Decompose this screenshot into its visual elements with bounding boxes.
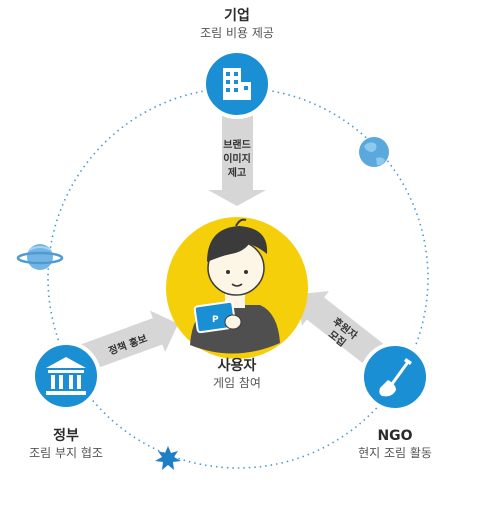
government-subtitle: 조림 부지 협조 bbox=[29, 446, 103, 460]
user-node: P bbox=[166, 217, 308, 359]
arrow-government-to-user bbox=[72, 310, 179, 374]
ngo-node bbox=[360, 342, 430, 412]
star-burst-icon bbox=[155, 446, 181, 470]
government-label: 정부 조림 부지 협조 bbox=[6, 427, 126, 461]
arrow-company-to-user bbox=[208, 114, 266, 206]
user-with-tablet-icon: P bbox=[190, 218, 280, 354]
arrow-text-company-line3: 제고 bbox=[228, 166, 246, 179]
arrow-text-company-line2: 이미지 bbox=[223, 152, 251, 165]
government-title: 정부 bbox=[53, 428, 79, 444]
government-circle bbox=[31, 341, 101, 411]
svg-text:P: P bbox=[212, 315, 219, 325]
user-label: 사용자 게임 참여 bbox=[177, 357, 297, 391]
arrow-text-company-line1: 브랜드 bbox=[223, 138, 251, 151]
government-building-icon bbox=[46, 357, 86, 395]
shovel-icon bbox=[379, 358, 412, 397]
ngo-circle bbox=[360, 342, 430, 412]
company-label: 기업 조림 비용 제공 bbox=[177, 7, 297, 41]
saturn-icon bbox=[16, 244, 64, 270]
ngo-label: NGO 현지 조림 활동 bbox=[335, 427, 455, 461]
company-title: 기업 bbox=[224, 8, 250, 24]
company-subtitle: 조림 비용 제공 bbox=[200, 26, 274, 40]
company-node bbox=[202, 49, 272, 119]
building-icon bbox=[223, 68, 251, 100]
ngo-subtitle: 현지 조림 활동 bbox=[358, 446, 432, 460]
user-title: 사용자 bbox=[217, 358, 257, 374]
user-subtitle: 게임 참여 bbox=[213, 376, 261, 390]
ngo-title: NGO bbox=[377, 428, 413, 444]
earth-icon bbox=[359, 137, 389, 167]
arrow-ngo-to-user bbox=[297, 291, 384, 366]
government-node bbox=[31, 341, 101, 411]
orbit-ring bbox=[47, 87, 429, 469]
